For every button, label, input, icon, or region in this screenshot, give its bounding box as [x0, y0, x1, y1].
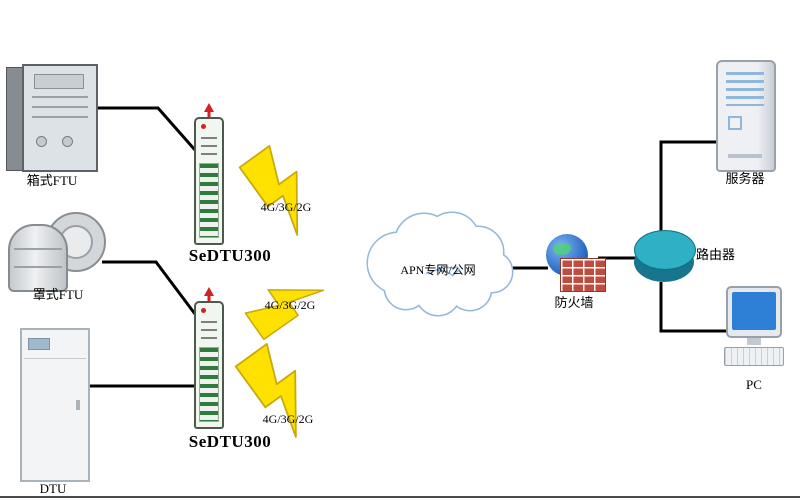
router-label: 路由器 — [696, 247, 736, 262]
monitor-icon — [726, 286, 782, 338]
sedtu-1-icon — [194, 103, 224, 245]
cloud-icon — [366, 211, 514, 317]
cabinet-body — [22, 64, 98, 172]
pc-label: PC — [746, 377, 762, 392]
dome-ftu-icon — [8, 212, 108, 292]
pc-icon — [724, 286, 784, 378]
sedtu-2-label: SeDTU300 — [188, 432, 272, 451]
lightning-icon — [238, 144, 299, 236]
sedtu-2-icon — [194, 287, 224, 429]
connector-lines — [88, 106, 727, 388]
lightning-icons — [234, 144, 325, 438]
router-icon — [634, 230, 696, 282]
knob-icon — [36, 136, 47, 147]
wireless-3-label: 4G/3G/2G — [262, 412, 314, 426]
dtu-icon — [20, 328, 90, 482]
firewall-icon — [544, 232, 606, 294]
dtu-display — [28, 338, 50, 350]
wireless-2-label: 4G/3G/2G — [264, 298, 316, 312]
cabinet-door — [6, 67, 23, 171]
wireless-1-label: 4G/3G/2G — [260, 200, 312, 214]
lightning-icon — [244, 289, 325, 341]
dome-ftu-label: 罩式FTU — [32, 287, 84, 302]
firewall-label: 防火墙 — [554, 295, 594, 310]
server-icon — [716, 60, 776, 172]
bell-cover — [8, 224, 68, 292]
box-ftu-label: 箱式FTU — [26, 173, 78, 188]
cabinet-panel — [34, 74, 84, 89]
bottom-border — [0, 496, 800, 498]
keyboard-icon — [724, 347, 784, 366]
lightning-icon — [234, 343, 297, 438]
box-ftu-icon — [6, 64, 98, 172]
handle-icon — [76, 400, 80, 410]
brick-wall-icon — [560, 258, 606, 292]
dtu-label: DTU — [39, 481, 67, 496]
knob-icon — [62, 136, 73, 147]
led-icon — [201, 124, 206, 129]
antenna-icon — [204, 287, 214, 296]
server-label: 服务器 — [725, 171, 765, 186]
cloud-label: APN专网/公网 — [400, 263, 476, 277]
sedtu-1-label: SeDTU300 — [188, 246, 272, 265]
antenna-icon — [204, 103, 214, 112]
led-icon — [201, 308, 206, 313]
